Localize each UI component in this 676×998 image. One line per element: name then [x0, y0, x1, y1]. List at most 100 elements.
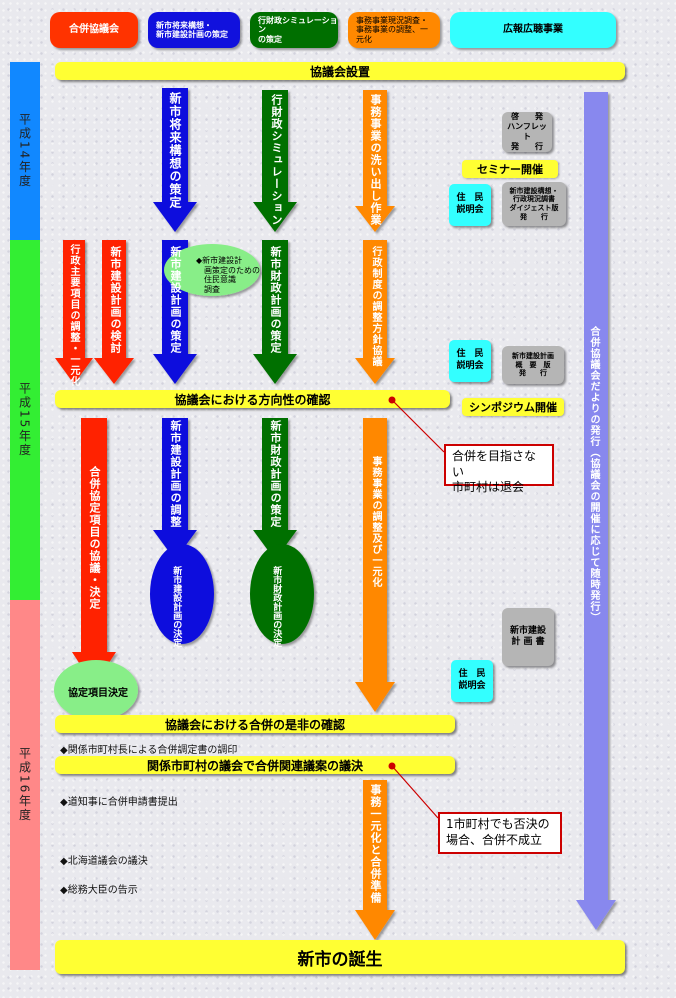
ellipse-label-items-decided: 協定項目決定 [68, 688, 128, 699]
pr-pamphlet-line1: 啓 発 [511, 112, 543, 121]
arrow-unification [355, 780, 395, 940]
year-h16: 平成16年度 [10, 600, 40, 970]
pr-briefing-3-label: 住 民 説明会 [458, 669, 486, 691]
arrow-label-future-plan: 新市将来構想の策定 [168, 92, 182, 209]
pr-digest-line1: 新市建設構想・ [509, 186, 559, 195]
survey-line4: 調査 [204, 284, 220, 294]
header-business-line1: 事務事業現況調査・ [356, 16, 428, 26]
ellipse-label-finance-decided: 新市財政計画の決定 [271, 566, 282, 647]
pr-outline-line1: 新市建設計画 [512, 351, 554, 360]
pr-pamphlet-line3: 発 行 [511, 142, 543, 151]
pr-outline: 新市建設計画 概 要 版 発 行 [502, 346, 564, 384]
header-business-line3: 元化 [356, 34, 372, 44]
header-pr-label: 広報広聴事業 [503, 24, 563, 36]
pr-symposium-label: シンポジウム開催 [469, 401, 557, 414]
pr-plan-document-line2: 計 画 書 [511, 637, 545, 647]
ellipse-label-construction-decided: 新市建設計画の決定 [171, 566, 182, 647]
pr-outline-line3: 発 行 [519, 369, 547, 378]
pr-plan-document-line1: 新市建設 [509, 625, 546, 636]
arrow-label-finance-sim: 行財政シミュレーション [270, 94, 283, 226]
arrow-label-construction-adjust: 新市建設計画の調整 [169, 420, 182, 528]
arrow-label-business-adjust: 事務事業の調整及び一元化 [370, 456, 381, 588]
arrow-finance-sim [253, 90, 297, 232]
header-business-line2: 事務事業の調整、一 [356, 25, 428, 35]
arrow-label-admin-policy: 行政制度の調整方針協議 [370, 246, 381, 367]
pr-seminar-label: セミナー開催 [477, 163, 543, 176]
bar-council-established-label: 協議会設置 [309, 64, 370, 79]
note-minister-notice: ◆総務大臣の告示 [60, 885, 138, 896]
arrow-construction-adjust [153, 418, 197, 560]
pr-briefing-2: 住 民 説明会 [449, 340, 491, 382]
year-h15: 平成15年度 [10, 240, 40, 600]
pr-briefing-2-label: 住 民 説明会 [456, 349, 484, 371]
pr-briefing-1: 住 民 説明会 [449, 184, 491, 226]
arrow-admin-policy [355, 240, 395, 384]
arrow-admin-items [55, 240, 93, 384]
bar-new-city-birth: 新市の誕生 [55, 940, 625, 974]
arrow-label-unification: 事務一元化と合併準備 [369, 784, 382, 904]
callout-withdraw-line2: 市町村は退会 [452, 480, 525, 495]
bar-direction-check: 協議会における方向性の確認 [55, 390, 450, 408]
bar-merger-decision-label: 協議会における合併の是非の確認 [164, 717, 345, 732]
year-h15-label: 平成15年度 [17, 382, 32, 458]
pr-briefing-1-label: 住 民 説明会 [456, 193, 484, 215]
arrow-future-plan [153, 88, 197, 232]
arrow-business-review [355, 90, 395, 232]
arrow-label-construction-review: 新市建設計画の検討 [109, 246, 122, 354]
arrow-label-business-review: 事務事業の洗い出し作業 [369, 94, 382, 226]
header-future-plan-line1: 新市将来構想・ [156, 20, 212, 30]
arrow-label-construction-plan: 新市建設計画の策定 [169, 246, 182, 354]
pr-digest: 新市建設構想・ 行政現況調書 ダイジェスト版 発 行 [502, 182, 566, 226]
bar-assembly-vote: 関係市町村の議会で合併関連議案の議決 [55, 756, 455, 774]
pr-digest-line4: 発 行 [520, 212, 548, 221]
pr-digest-line2: 行政現況調書 [513, 195, 555, 204]
header-council-label: 合併協議会 [69, 24, 119, 36]
pr-outline-line2: 概 要 版 [515, 360, 551, 369]
ellipse-survey [164, 244, 260, 296]
header-future-plan: 新市将来構想・ 新市建設計画の策定 [148, 12, 240, 48]
arrow-label-finance-plan: 新市財政計画の策定 [269, 246, 282, 354]
note-mayors-signing: ◆関係市町村長による合併調定書の調印 [60, 745, 238, 756]
pr-pamphlet-line2: ハンフレット [507, 122, 547, 141]
header-finance-line1: 行財政シミュレーション [258, 16, 338, 35]
pr-seminar: セミナー開催 [462, 160, 558, 178]
pr-symposium: シンポジウム開催 [462, 398, 564, 416]
bar-merger-decision: 協議会における合併の是非の確認 [55, 715, 455, 733]
pr-digest-line3: ダイジェスト版 [509, 204, 559, 212]
year-h14: 平成14年度 [10, 62, 40, 240]
arrow-label-admin-items: 行政主要項目の調整・一元化 [68, 244, 79, 387]
arrow-merger-items [72, 418, 116, 686]
ellipse-construction-decided [150, 544, 214, 644]
header-finance-line2: の策定 [258, 34, 282, 44]
pr-pamphlet: 啓 発 ハンフレット 発 行 [502, 112, 552, 152]
callout-withdraw: 合併を目指さない 市町村は退会 [444, 444, 554, 494]
arrow-label-merger-items: 合併協定項目の協議・決定 [88, 466, 101, 610]
year-h14-label: 平成14年度 [17, 113, 32, 189]
bar-new-city-birth-label: 新市の誕生 [297, 949, 383, 970]
bar-assembly-vote-label: 関係市町村の議会で合併関連議案の議決 [146, 758, 363, 773]
survey-line3: 住民意識 [204, 275, 236, 285]
arrow-newsletter [576, 92, 616, 930]
callout-rejected-line2: 場合、合併不成立 [446, 832, 543, 847]
header-future-plan-line2: 新市建設計画の策定 [156, 30, 228, 39]
ellipse-items-decided [54, 660, 138, 720]
arrow-construction-review [94, 240, 134, 384]
pr-plan-document: 新市建設 計 画 書 [502, 608, 554, 666]
callout-rejected-line1: 1市町村でも否決の [446, 817, 550, 831]
callout-withdraw-line1: 合併を目指さない [452, 449, 537, 479]
note-governor-application: ◆道知事に合併申請書提出 [60, 797, 178, 808]
header-finance: 行財政シミュレーション の策定 [250, 12, 338, 48]
bar-council-established: 協議会設置 [55, 62, 625, 80]
header-business: 事務事業現況調査・ 事務事業の調整、一 元化 [348, 12, 440, 48]
header-council: 合併協議会 [50, 12, 138, 48]
ellipse-finance-decided [250, 544, 314, 644]
header-pr: 広報広聴事業 [450, 12, 616, 48]
arrow-business-adjust [355, 418, 395, 712]
ellipse-label-survey: ◆新市建設計 画策定のための 住民意識 調査 [196, 256, 260, 294]
year-h16-label: 平成16年度 [17, 747, 32, 823]
pr-briefing-3: 住 民 説明会 [451, 660, 493, 702]
arrow-label-finance-plan2: 新市財政計画の策定 [269, 420, 282, 528]
survey-line1: ◆新市建設計 [196, 256, 243, 265]
survey-line2: 画策定のための [204, 265, 260, 275]
